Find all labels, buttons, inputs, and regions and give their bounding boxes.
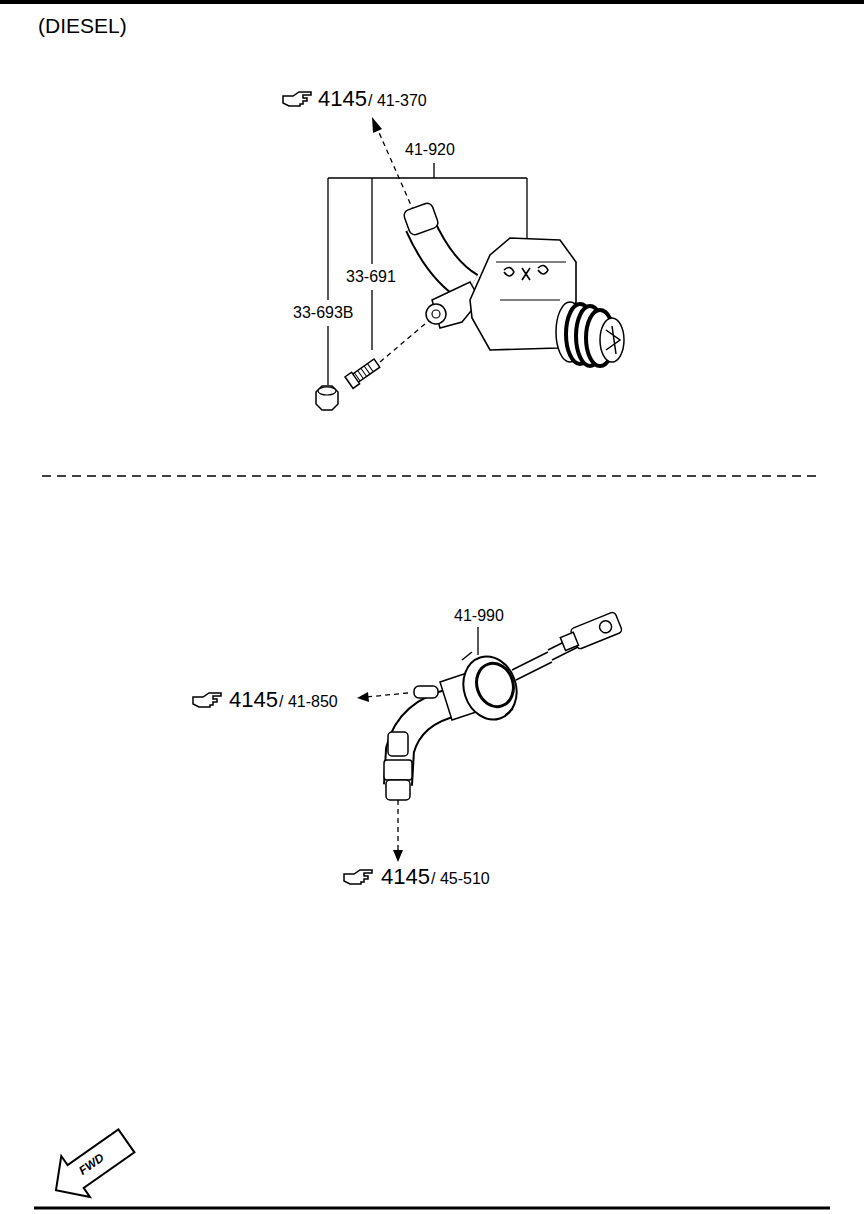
page-title: (DIESEL) <box>38 14 127 37</box>
reference-part-number: / 41-850 <box>279 693 338 711</box>
reference-part-number: / 45-510 <box>431 870 490 888</box>
reference-number: 4145 <box>318 87 367 111</box>
reference-number: 4145 <box>381 865 430 889</box>
leader-line <box>328 163 527 655</box>
callout-number: 33-691 <box>346 268 396 286</box>
master-cylinder-drawing <box>384 611 623 800</box>
callout-number: 41-920 <box>405 141 455 159</box>
reference-part-number: / 41-370 <box>368 92 427 110</box>
callout-number: 33-693B <box>293 304 354 322</box>
separator-line <box>42 475 820 477</box>
reference-number: 4145 <box>229 688 278 712</box>
border-line <box>34 1207 830 1210</box>
direction-arrow <box>42 1120 141 1210</box>
pointer-icon <box>193 92 372 884</box>
master-cylinder-drawing <box>316 202 624 410</box>
border-line <box>0 0 864 4</box>
callout-number: 41-990 <box>454 607 504 625</box>
